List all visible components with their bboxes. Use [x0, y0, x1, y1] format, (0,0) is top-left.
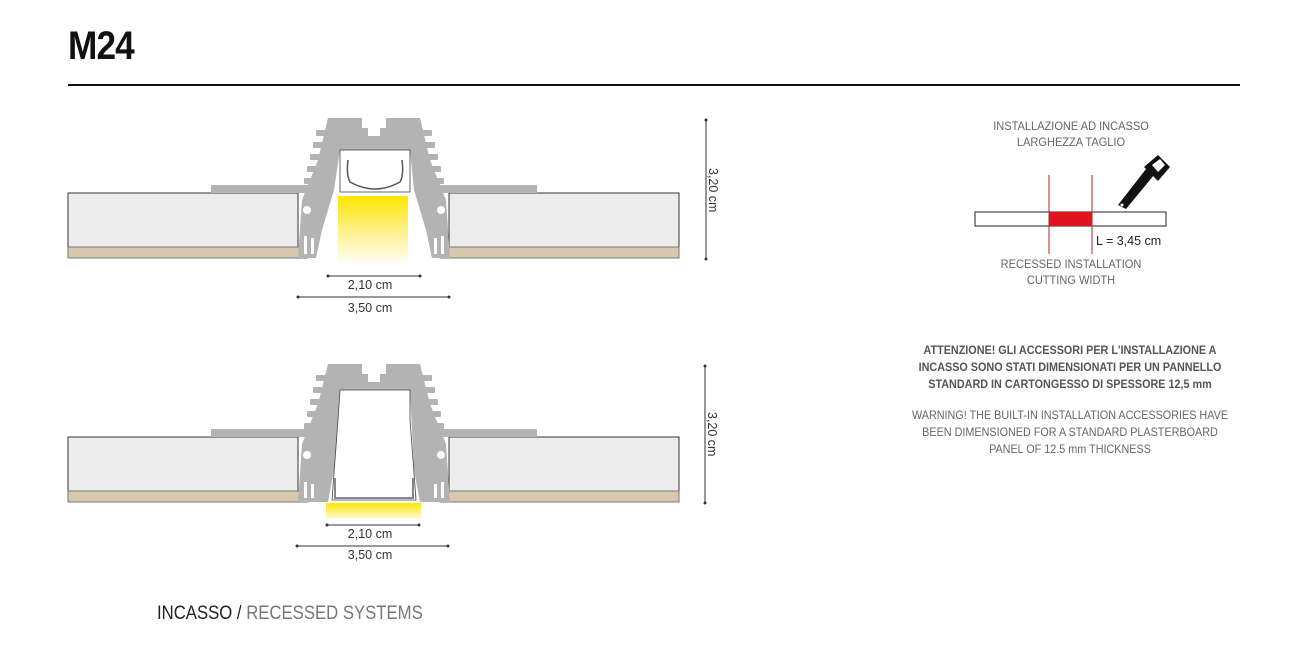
warning-en-line2: BEEN DIMENSIONED FOR A STANDARD PLASTERB…	[922, 425, 1218, 439]
title-divider	[68, 84, 1240, 86]
outer-width-label-top: 3,50 cm	[347, 301, 393, 315]
warning-it-line2: INCASSO SONO STATI DIMENSIONATI PER UN P…	[918, 360, 1222, 374]
warning-it-line3: STANDARD IN CARTONGESSO DI SPESSORE 12,5…	[928, 377, 1212, 391]
saw-icon	[1118, 155, 1170, 209]
cutting-caption-en-line2: CUTTING WIDTH	[1026, 273, 1116, 287]
warning-en-line3: PANEL OF 12.5 mm THICKNESS	[989, 442, 1151, 456]
profile-diagram-bottom	[67, 364, 707, 548]
profile-diagram-top	[67, 118, 708, 299]
cutting-caption-it-line2: LARGHEZZA TAGLIO	[1016, 135, 1126, 149]
inner-width-label-top: 2,10 cm	[347, 278, 393, 292]
warning-en-line1: WARNING! THE BUILT-IN INSTALLATION ACCES…	[911, 408, 1229, 422]
height-label-top: 3,20 cm	[706, 168, 720, 213]
category-separator: /	[232, 603, 247, 624]
outer-width-label-bottom: 3,50 cm	[347, 548, 393, 562]
page-title: M24	[68, 24, 135, 68]
warning-italian: ATTENZIONE! GLI ACCESSORI PER L'INSTALLA…	[899, 342, 1241, 393]
inner-width-label-bottom: 2,10 cm	[347, 527, 393, 541]
height-label-bottom: 3,20 cm	[705, 412, 719, 457]
cutting-caption-it: INSTALLAZIONE AD INCASSO LARGHEZZA TAGLI…	[969, 118, 1173, 150]
category-english: RECESSED SYSTEMS	[246, 603, 423, 624]
cutting-length-label: L = 3,45 cm	[1096, 234, 1162, 248]
category-footer: INCASSO / RECESSED SYSTEMS	[157, 603, 423, 625]
category-italian: INCASSO	[157, 603, 233, 624]
cutting-width-diagram	[974, 175, 1167, 254]
warning-it-line1: ATTENZIONE! GLI ACCESSORI PER L'INSTALLA…	[923, 343, 1217, 357]
cutting-caption-it-line1: INSTALLAZIONE AD INCASSO	[993, 119, 1149, 133]
cutting-caption-en-line1: RECESSED INSTALLATION	[1000, 257, 1142, 271]
warning-english: WARNING! THE BUILT-IN INSTALLATION ACCES…	[899, 407, 1241, 458]
cutting-caption-en: RECESSED INSTALLATION CUTTING WIDTH	[969, 256, 1173, 288]
